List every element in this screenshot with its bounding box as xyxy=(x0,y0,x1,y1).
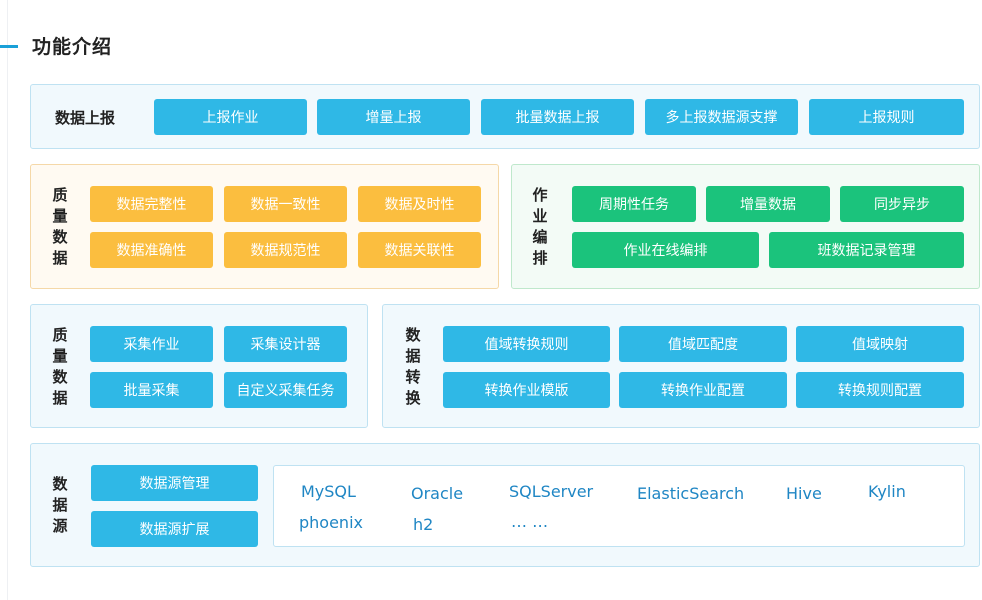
datasource-panel: 数据源 数据源管理 数据源扩展 MySQL Oracle SQLServer E… xyxy=(30,443,980,567)
orchestration-label: 作业编排 xyxy=(532,186,548,267)
collection-item-job[interactable]: 采集作业 xyxy=(90,326,213,362)
quality-panel: 质量数据 数据完整性 数据一致性 数据及时性 数据准确性 数据规范性 数据关联性 xyxy=(30,164,499,289)
datasource-label: 数据源 xyxy=(52,475,68,535)
quality-item-timeliness[interactable]: 数据及时性 xyxy=(358,186,481,222)
source-oracle: Oracle xyxy=(411,484,464,503)
quality-item-consistency[interactable]: 数据一致性 xyxy=(224,186,347,222)
datasource-manage-button[interactable]: 数据源管理 xyxy=(91,465,258,501)
source-elasticsearch: ElasticSearch xyxy=(637,484,745,503)
orchestration-panel: 作业编排 周期性任务 增量数据 同步异步 作业在线编排 班数据记录管理 xyxy=(511,164,980,289)
quality-item-relevance[interactable]: 数据关联性 xyxy=(358,232,481,268)
transform-item-range-mapping[interactable]: 值域映射 xyxy=(796,326,964,362)
page-title: 功能介绍 xyxy=(32,36,113,58)
collection-item-batch[interactable]: 批量采集 xyxy=(90,372,213,408)
orchestration-item-record-mgmt[interactable]: 班数据记录管理 xyxy=(769,232,964,268)
orchestration-item-periodic[interactable]: 周期性任务 xyxy=(572,186,696,222)
datasource-extend-button[interactable]: 数据源扩展 xyxy=(91,511,258,547)
source-kylin: Kylin xyxy=(868,482,906,501)
left-divider xyxy=(7,0,8,600)
collection-item-custom-task[interactable]: 自定义采集任务 xyxy=(224,372,347,408)
source-phoenix: phoenix xyxy=(299,513,363,532)
transform-item-rule-config[interactable]: 转换规则配置 xyxy=(796,372,964,408)
report-label: 数据上报 xyxy=(55,109,116,127)
report-item-multi-source[interactable]: 多上报数据源支撑 xyxy=(645,99,798,135)
report-item-batch[interactable]: 批量数据上报 xyxy=(481,99,634,135)
report-item-rules[interactable]: 上报规则 xyxy=(809,99,964,135)
source-ellipsis: … … xyxy=(511,512,549,531)
quality-item-normativity[interactable]: 数据规范性 xyxy=(224,232,347,268)
orchestration-item-sync-async[interactable]: 同步异步 xyxy=(840,186,964,222)
report-item-incremental[interactable]: 增量上报 xyxy=(317,99,470,135)
transform-item-match-degree[interactable]: 值域匹配度 xyxy=(619,326,787,362)
source-sqlserver: SQLServer xyxy=(509,482,594,501)
collection-label: 质量数据 xyxy=(52,326,68,407)
report-item-upload-job[interactable]: 上报作业 xyxy=(154,99,307,135)
source-h2: h2 xyxy=(413,515,434,534)
source-mysql: MySQL xyxy=(301,482,356,501)
transform-item-job-template[interactable]: 转换作业模版 xyxy=(443,372,610,408)
collection-panel: 质量数据 采集作业 采集设计器 批量采集 自定义采集任务 xyxy=(30,304,368,428)
orchestration-item-online-edit[interactable]: 作业在线编排 xyxy=(572,232,759,268)
transform-label: 数据转换 xyxy=(405,326,421,407)
transform-item-job-config[interactable]: 转换作业配置 xyxy=(619,372,787,408)
transform-panel: 数据转换 值域转换规则 值域匹配度 值域映射 转换作业模版 转换作业配置 转换规… xyxy=(382,304,980,428)
quality-item-accuracy[interactable]: 数据准确性 xyxy=(90,232,213,268)
title-accent-bar xyxy=(0,45,18,48)
orchestration-item-incremental[interactable]: 增量数据 xyxy=(706,186,830,222)
datasource-list: MySQL Oracle SQLServer ElasticSearch Hiv… xyxy=(273,465,965,547)
quality-label: 质量数据 xyxy=(52,186,68,267)
transform-item-range-rules[interactable]: 值域转换规则 xyxy=(443,326,610,362)
collection-item-designer[interactable]: 采集设计器 xyxy=(224,326,347,362)
report-panel: 数据上报 上报作业 增量上报 批量数据上报 多上报数据源支撑 上报规则 xyxy=(30,84,980,149)
quality-item-completeness[interactable]: 数据完整性 xyxy=(90,186,213,222)
source-hive: Hive xyxy=(786,484,822,503)
